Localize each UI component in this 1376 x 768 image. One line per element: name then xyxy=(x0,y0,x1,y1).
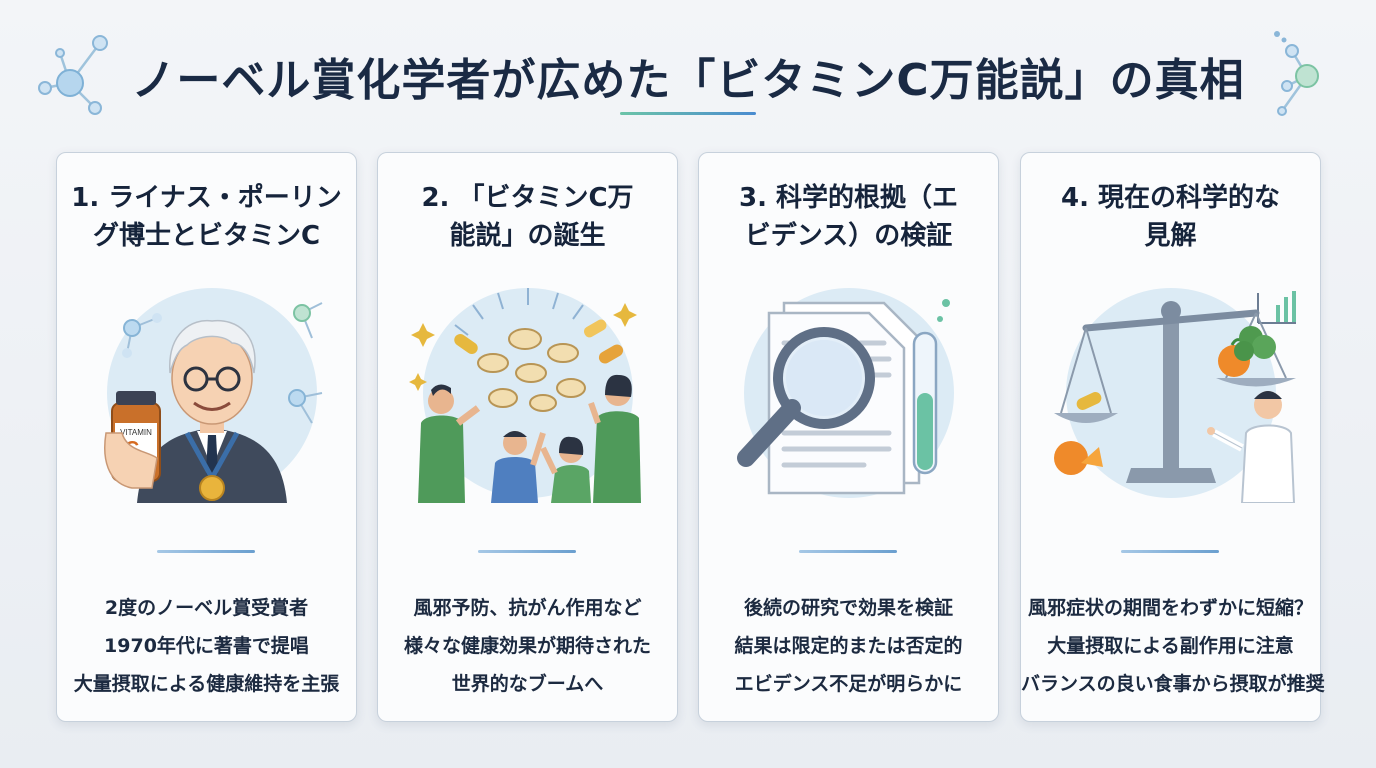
card-heading: 1. ライナス・ポーリン グ博士とビタミンC xyxy=(71,183,342,251)
card-heading: 2. 「ビタミンC万 能説」の誕生 xyxy=(421,183,634,251)
magnifier-document-test-tube-icon xyxy=(737,288,954,498)
card-body: 後続の研究で効果を検証 結果は限定的または否定的 エビデンス不足が明らかに xyxy=(734,597,963,695)
card-heading: 3. 科学的根拠（エ ビデンス）の検証 xyxy=(738,183,959,251)
card-divider xyxy=(799,550,897,553)
card-divider xyxy=(1121,550,1219,553)
card-body: 2度のノーベル賞受賞者 1970年代に著書で提唱 大量摂取による健康維持を主張 xyxy=(73,597,340,695)
molecule-left-icon xyxy=(38,35,108,115)
balance-scale-doctor-icon xyxy=(1054,288,1296,503)
page-title: ノーベル賞化学者が広めた「ビタミンC万能説」の真相 xyxy=(131,55,1245,106)
card-current-view: 4. 現在の科学的な 見解 風邪症状の期間をわずかに短縮？ 大量摂取による副作用… xyxy=(1020,152,1325,722)
molecule-right-icon xyxy=(1274,31,1319,116)
title-underline xyxy=(620,112,756,115)
card-vitamin-c-boom: 2. 「ビタミンC万 能説」の誕生 風邪予防、抗がん作用など xyxy=(377,152,678,722)
card-evidence-verification: 3. 科学的根拠（エ ビデンス）の検証 後続の研究で効果を検証 結果は限定的また… xyxy=(698,152,999,722)
card-divider xyxy=(478,550,576,553)
card-body: 風邪症状の期間をわずかに短縮？ 大量摂取による副作用に注意 バランスの良い食事か… xyxy=(1021,597,1325,695)
card-linus-pauling: 1. ライナス・ポーリン グ博士とビタミンC VITAMIN C 2度のノーベル… xyxy=(56,152,357,722)
linus-pauling-portrait-icon: VITAMIN C xyxy=(104,288,323,503)
crowd-taking-pills-icon xyxy=(409,288,641,503)
card-divider xyxy=(157,550,255,553)
card-heading: 4. 現在の科学的な 見解 xyxy=(1060,183,1281,251)
card-body: 風邪予防、抗がん作用など 様々な健康効果が期待された 世界的なブームへ xyxy=(403,597,651,695)
bottle-label-text: VITAMIN xyxy=(120,428,152,437)
